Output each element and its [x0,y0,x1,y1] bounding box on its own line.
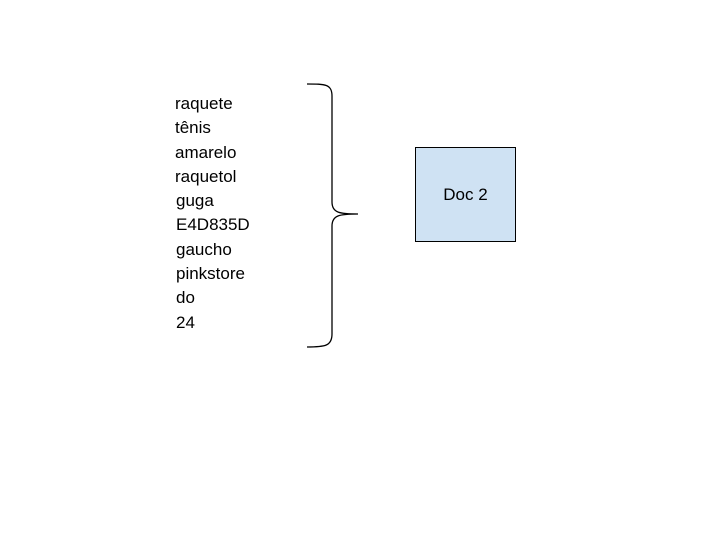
word-item: 24 [176,312,195,332]
word-item: amarelo [175,142,237,162]
doc-label: Doc 2 [443,184,488,204]
word-item: raquetol [175,166,237,186]
word-item: guga [176,191,214,211]
word-item: raquete [175,94,233,113]
word-item: pinkstore [176,264,245,284]
doc-box: Doc 2 [415,147,516,242]
word-item: gaucho [176,239,232,259]
word-item: tênis [175,118,211,138]
right-brace-icon [306,83,359,348]
word-list: raquete tênis amarelo raquetol guga E4D8… [175,92,250,335]
word-item: do [176,288,195,308]
word-item: E4D835D [176,215,250,235]
